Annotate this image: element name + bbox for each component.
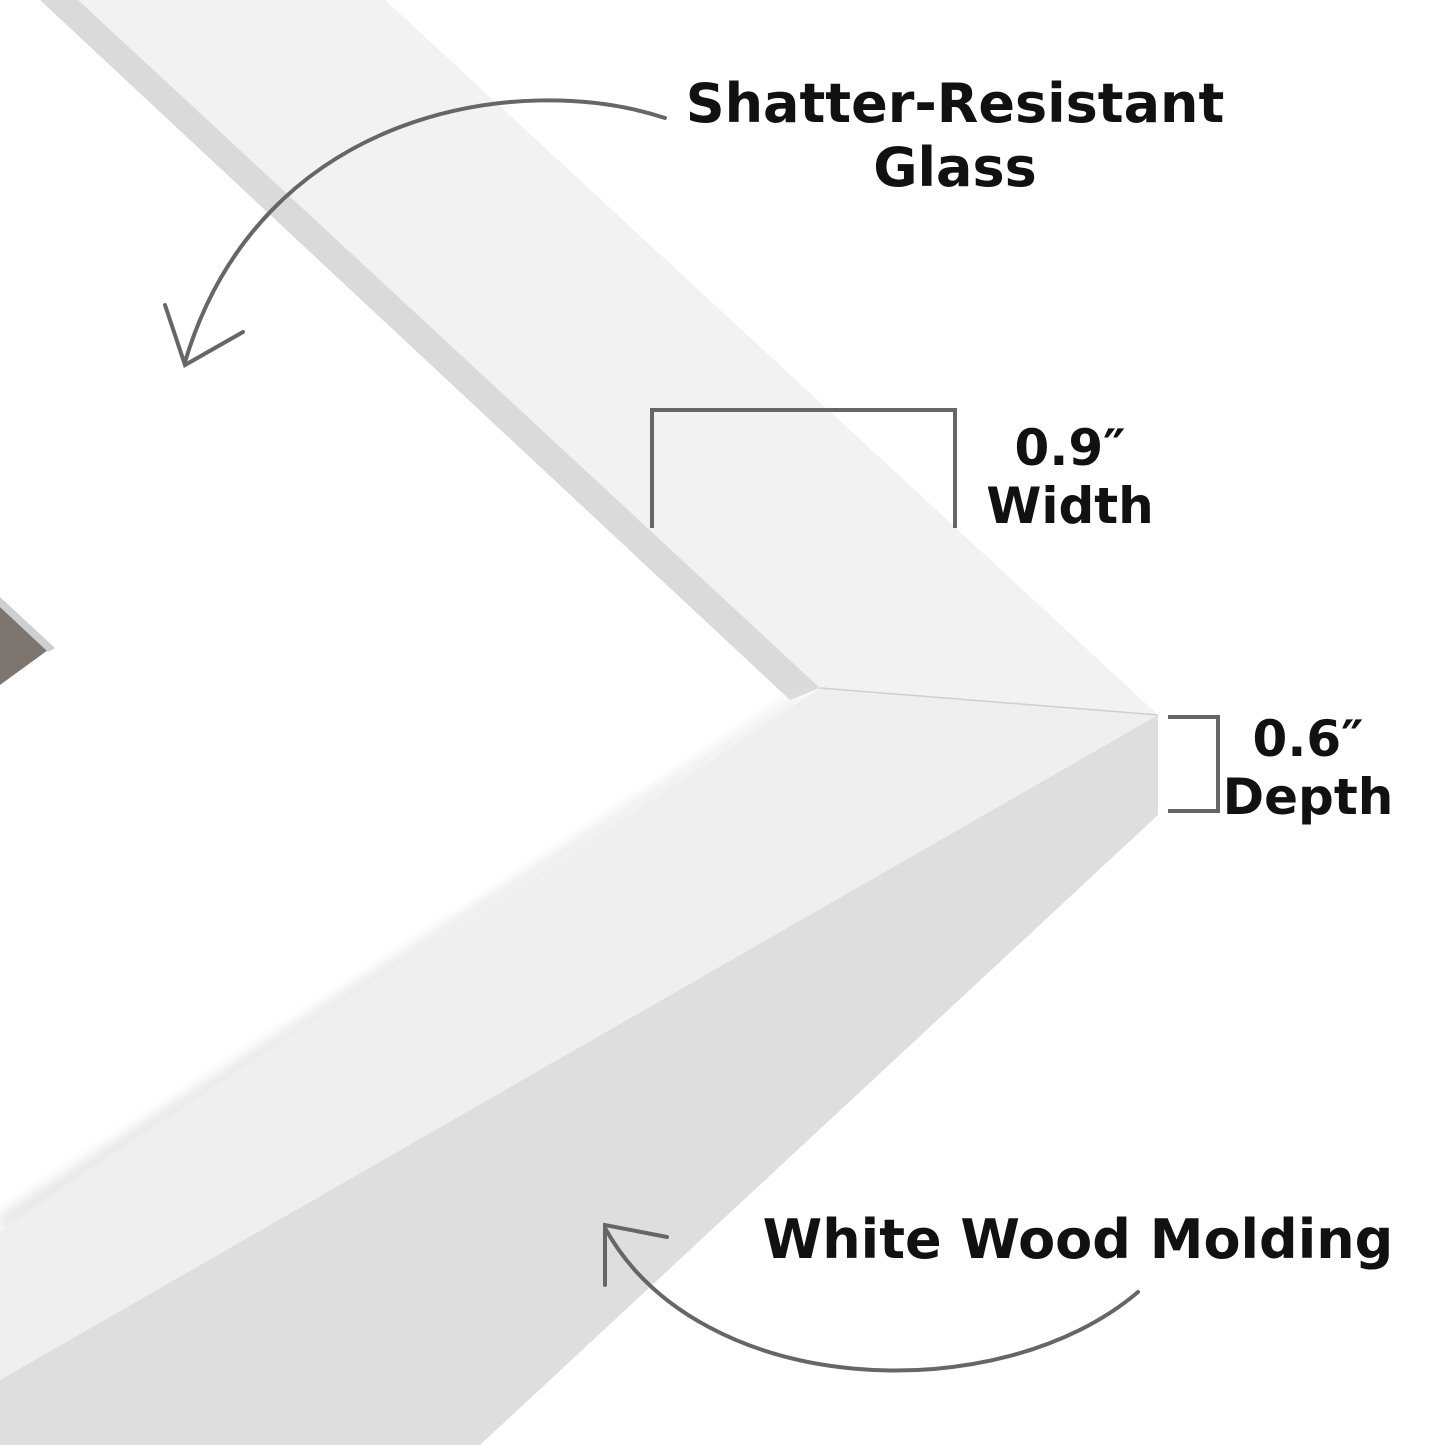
frame-side-depth xyxy=(0,715,1158,1445)
frame-top-face xyxy=(78,0,1158,715)
glass-label-line1: Shatter-Resistant xyxy=(686,72,1225,135)
rabbet-top xyxy=(40,0,820,700)
width-value: 0.9″ xyxy=(1015,419,1126,477)
molding-label: White Wood Molding xyxy=(763,1208,1394,1271)
depth-value: 0.6″ xyxy=(1253,710,1364,768)
photo-sample xyxy=(0,605,48,685)
depth-label: Depth xyxy=(1223,768,1394,826)
glass-label-line2: Glass xyxy=(873,136,1037,199)
molding-arrow xyxy=(603,1222,1140,1373)
width-label: Width xyxy=(986,477,1154,535)
glass-arrow xyxy=(163,98,667,368)
photo-sample-edge xyxy=(0,597,55,652)
width-bracket xyxy=(650,408,957,528)
frame-bottom-face xyxy=(0,688,1158,1380)
depth-bracket xyxy=(1168,715,1220,813)
